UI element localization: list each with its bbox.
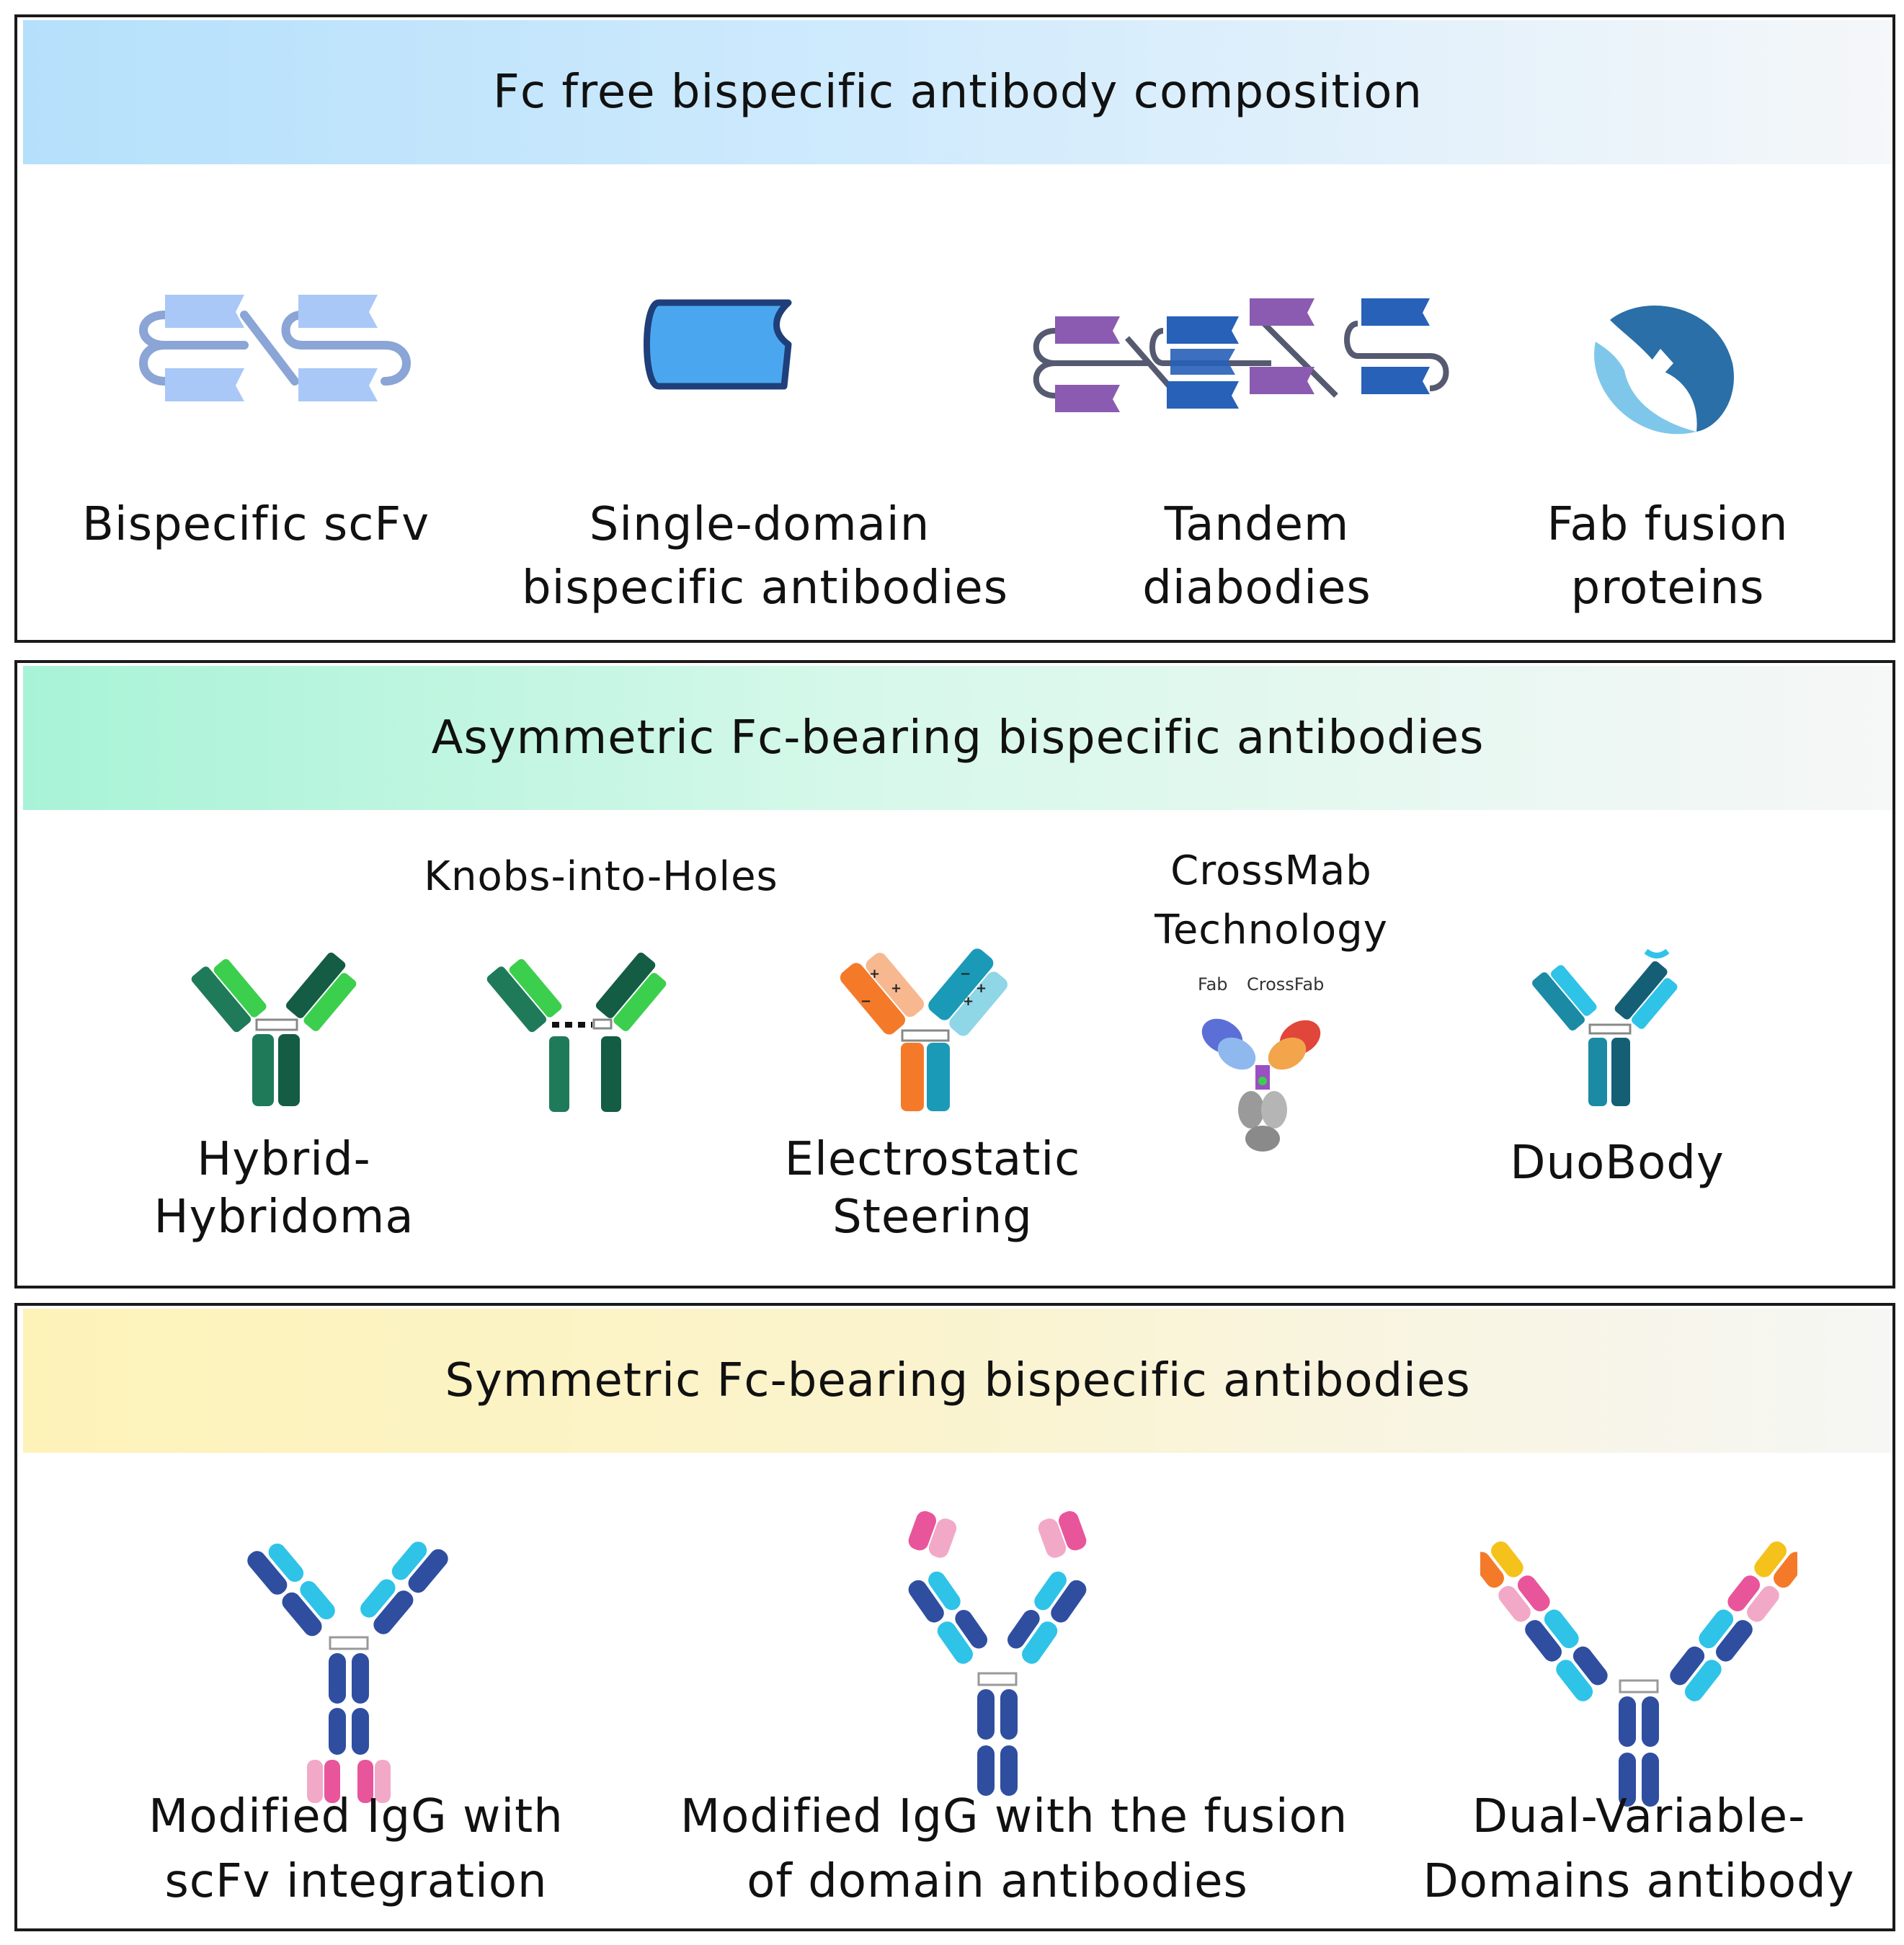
fab-fusion-label-line2: proteins bbox=[1570, 561, 1765, 615]
crossmab-label-line2: Technology bbox=[1155, 907, 1388, 953]
svg-text:+: + bbox=[976, 981, 987, 996]
svg-text:−: − bbox=[960, 966, 971, 982]
bispecific-scfv-icon bbox=[139, 295, 411, 401]
electrostatic-steering-antibody-icon: ++− −++ bbox=[840, 948, 1007, 1111]
igg-scfv-label-line1: Modified IgG with bbox=[148, 1790, 564, 1843]
fc-free-panel: Fc free bispecific antibody composition … bbox=[14, 14, 1895, 643]
fab-tag: Fab bbox=[1198, 974, 1228, 994]
svg-text:+: + bbox=[963, 994, 974, 1009]
igg-scfv-label-line2: scFv integration bbox=[164, 1855, 548, 1908]
knobs-into-holes-label: Knobs-into-Holes bbox=[424, 853, 778, 900]
igg-domain-fusion-label-line1: Modified IgG with the fusion bbox=[680, 1790, 1348, 1843]
symmetric-fc-panel: Symmetric Fc-bearing bispecific antibodi… bbox=[14, 1303, 1895, 1931]
panel-title: Fc free bispecific antibody composition bbox=[23, 20, 1892, 164]
crossmab-label-line1: CrossMab bbox=[1170, 847, 1372, 894]
crossfab-tag: CrossFab bbox=[1247, 974, 1325, 994]
dvd-label-line1: Dual-Variable- bbox=[1472, 1790, 1806, 1843]
igg-scfv-antibody-icon bbox=[247, 1541, 448, 1803]
electrostatic-steering-label-line1: Electrostatic bbox=[784, 1133, 1081, 1186]
svg-text:+: + bbox=[869, 966, 880, 982]
hybrid-hybridoma-label-line2: Hybridoma bbox=[154, 1190, 414, 1244]
tandem-diabodies-label-line2: diabodies bbox=[1142, 561, 1371, 615]
fab-fusion-protein-icon bbox=[1594, 306, 1734, 435]
single-domain-label-line1: Single-domain bbox=[589, 498, 930, 551]
panel-title: Asymmetric Fc-bearing bispecific antibod… bbox=[23, 666, 1892, 810]
asymmetric-fc-panel: Asymmetric Fc-bearing bispecific antibod… bbox=[14, 660, 1895, 1288]
svg-text:+: + bbox=[891, 981, 902, 996]
knobs-into-holes-antibody-icon bbox=[486, 952, 667, 1112]
hybrid-hybridoma-label-line1: Hybrid- bbox=[197, 1133, 371, 1186]
single-domain-antibody-icon bbox=[644, 299, 792, 390]
bispecific-scfv-label: Bispecific scFv bbox=[82, 498, 430, 551]
single-domain-label-line2: bispecific antibodies bbox=[522, 561, 1009, 615]
tandem-diabodies-label-line1: Tandem bbox=[1164, 498, 1350, 551]
hybrid-hybridoma-antibody-icon bbox=[191, 952, 357, 1106]
tandem-diabody-icon bbox=[1033, 298, 1449, 412]
fab-fusion-label-line1: Fab fusion bbox=[1547, 498, 1789, 551]
igg-domain-fusion-antibody-icon bbox=[908, 1510, 1087, 1796]
duobody-label: DuoBody bbox=[1510, 1136, 1725, 1190]
crossmab-antibody-icon bbox=[1201, 1018, 1321, 1152]
igg-domain-fusion-label-line2: of domain antibodies bbox=[747, 1855, 1248, 1908]
dual-variable-domain-antibody-icon bbox=[1480, 1541, 1797, 1807]
duobody-antibody-icon bbox=[1532, 948, 1678, 1106]
svg-text:−: − bbox=[860, 994, 871, 1009]
electrostatic-steering-label-line2: Steering bbox=[832, 1190, 1033, 1244]
dvd-label-line2: Domains antibody bbox=[1423, 1855, 1855, 1908]
panel-title: Symmetric Fc-bearing bispecific antibodi… bbox=[23, 1309, 1892, 1453]
